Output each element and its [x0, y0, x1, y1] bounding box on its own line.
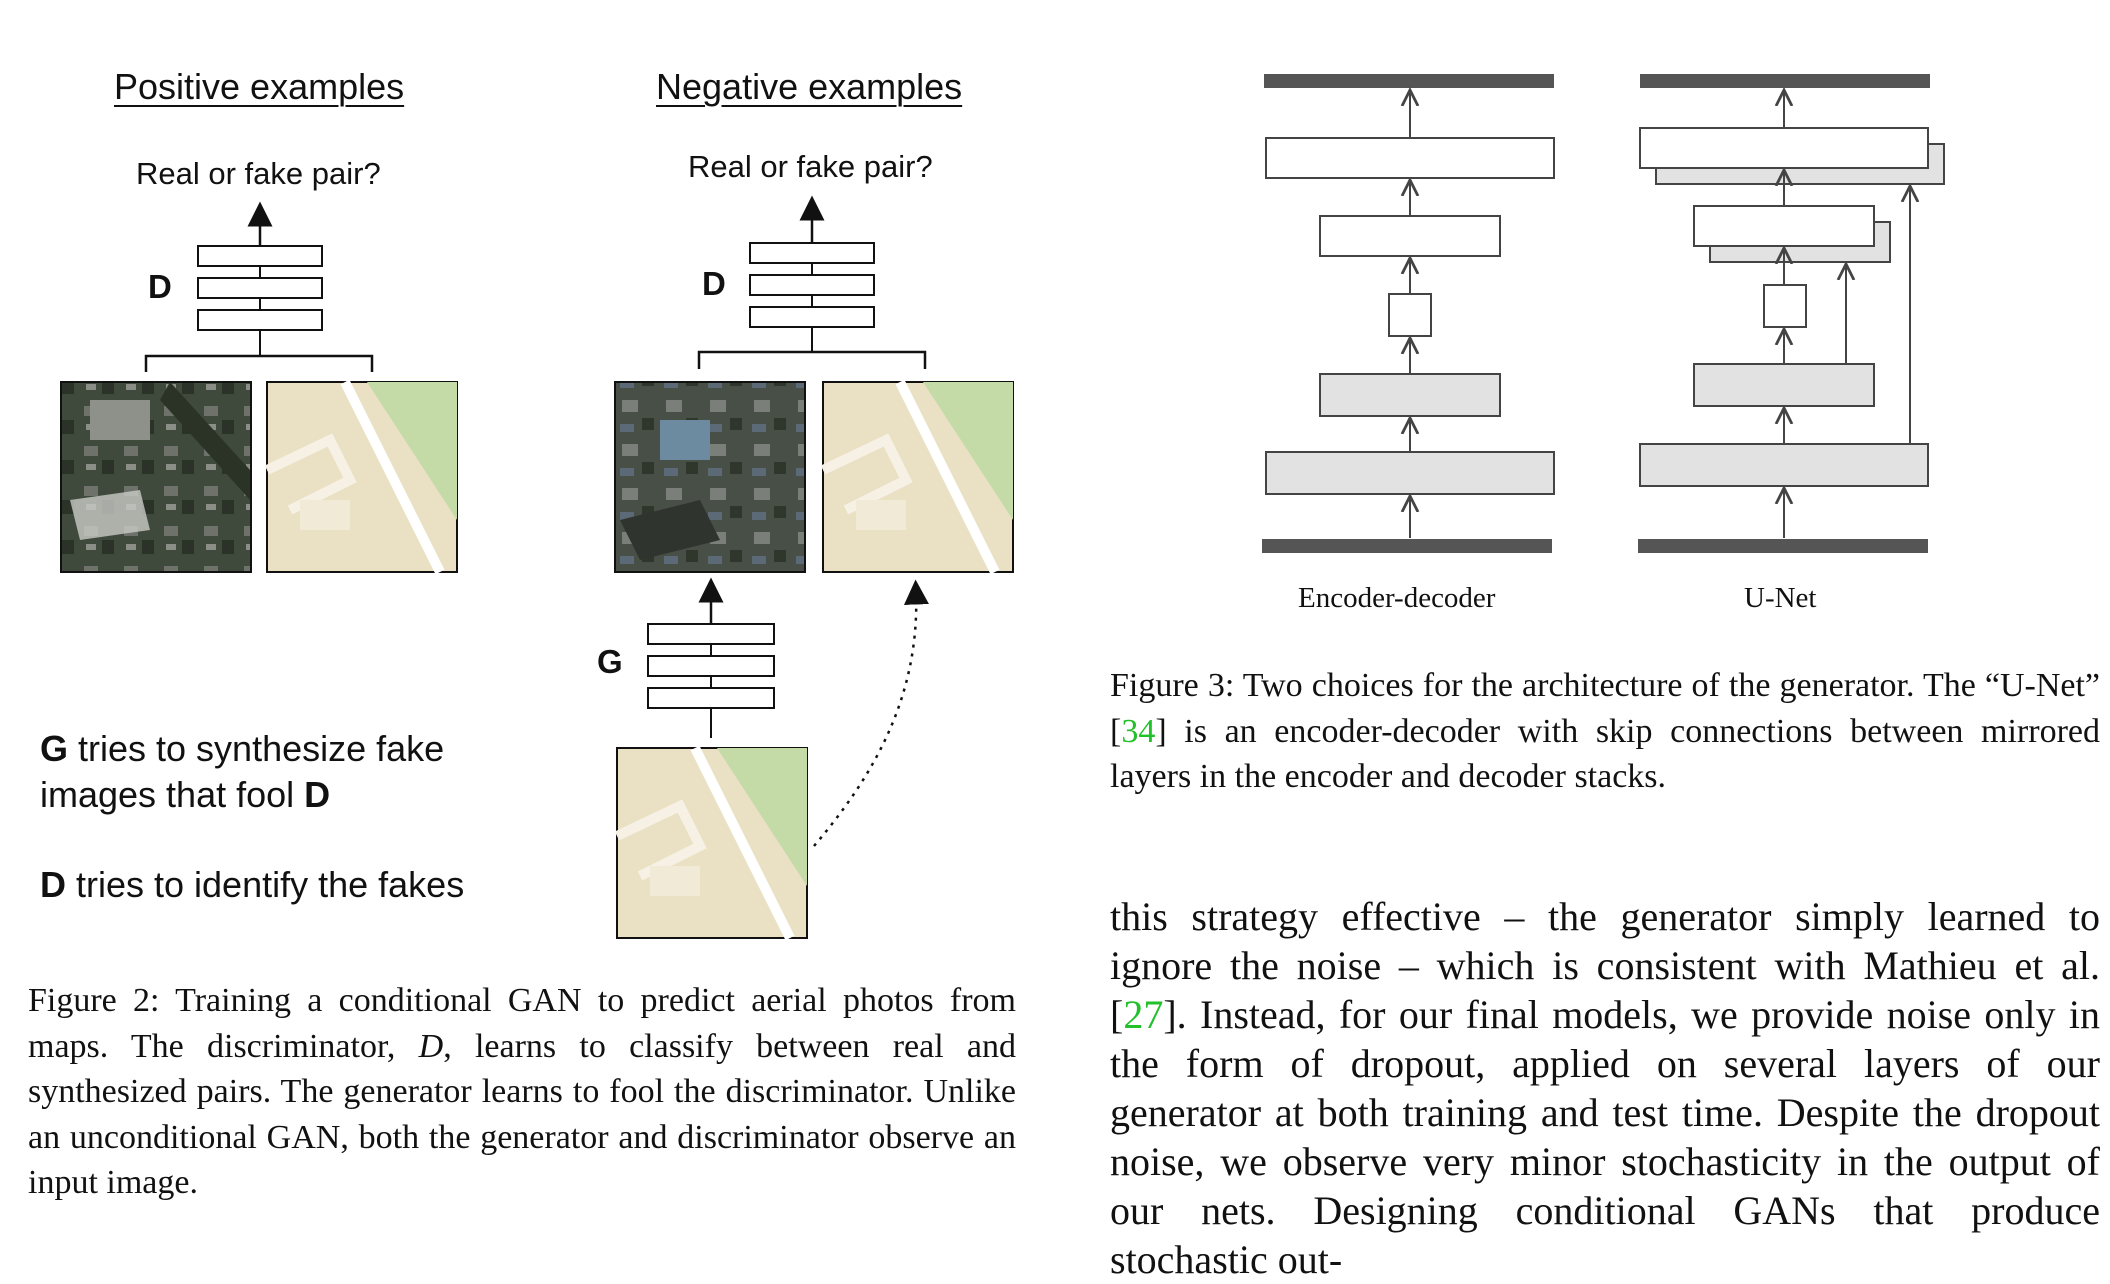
- encoder-decoder-diagram: [1262, 74, 1555, 553]
- figure-3-caption-text-1: Two choices for the architecture of the …: [1110, 667, 2101, 750]
- figure-2-caption: Figure 2: Training a conditional GAN to …: [28, 978, 1016, 1206]
- discriminator-stack-negative: [697, 195, 927, 369]
- figure-2-caption-text-1: Training a conditional GAN to predict ae…: [28, 982, 1016, 1065]
- discriminator-label-positive: D: [148, 268, 172, 305]
- generator-note-line-2: images that fool: [40, 774, 305, 815]
- figure-3-caption: Figure 3: Two choices for the architectu…: [1110, 663, 2100, 800]
- figure-3-caption-text-2: ] is an encoder-decoder with skip connec…: [1110, 712, 2100, 796]
- real-or-fake-question-negative: Real or fake pair?: [688, 149, 933, 184]
- body-text-1: this strategy effective – the generator …: [1110, 894, 2100, 1037]
- map-image-positive: [264, 379, 458, 575]
- dotted-arrow: [813, 579, 929, 847]
- body-paragraph: this strategy effective – the generator …: [1110, 892, 2100, 1284]
- unet-label: U-Net: [1744, 582, 1817, 614]
- positive-examples-heading: Positive examples: [114, 66, 405, 107]
- map-image-negative: [820, 379, 1014, 575]
- discriminator-note: D tries to identify the fakes: [40, 862, 464, 908]
- body-text-2: ]. Instead, for our final models, we pro…: [1110, 992, 2100, 1282]
- citation-link-27[interactable]: 27: [1123, 992, 1164, 1037]
- unet-diagram: [1638, 74, 1945, 553]
- generator-note-d: D: [304, 774, 331, 815]
- figure-3-diagram: [1262, 74, 1945, 553]
- figure-3-caption-label: Figure 3:: [1110, 667, 1235, 704]
- aerial-photo-generated: [614, 381, 806, 573]
- generator-note: G tries to synthesize fake images that f…: [40, 726, 444, 818]
- generator-label: G: [597, 643, 623, 680]
- generator-stack: [647, 577, 775, 738]
- discriminator-stack-positive: [144, 201, 374, 372]
- aerial-photo-positive: [60, 381, 252, 573]
- generator-note-line-1: tries to synthesize fake: [68, 728, 445, 769]
- figure-2-caption-text-2: , learns to classify between real and sy…: [28, 1027, 1016, 1202]
- input-map-image: [614, 745, 808, 941]
- figure-2-diagram: [60, 195, 1014, 941]
- real-or-fake-question-positive: Real or fake pair?: [136, 156, 381, 191]
- encoder-decoder-label: Encoder-decoder: [1298, 582, 1496, 614]
- discriminator-label-negative: D: [702, 265, 726, 302]
- discriminator-note-d: D: [40, 864, 66, 905]
- citation-link-34[interactable]: 34: [1121, 712, 1156, 750]
- generator-note-g: G: [40, 728, 69, 769]
- negative-examples-heading: Negative examples: [656, 66, 963, 107]
- figure-2-caption-d: D: [418, 1027, 444, 1065]
- discriminator-note-text: tries to identify the fakes: [66, 864, 465, 905]
- figure-2-caption-label: Figure 2:: [28, 982, 160, 1019]
